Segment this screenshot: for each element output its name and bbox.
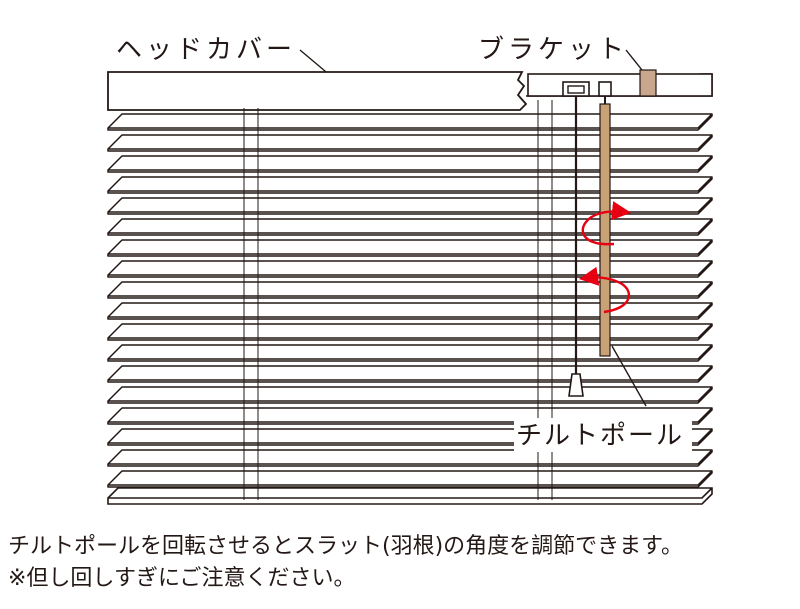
tilter-box-inner — [567, 85, 585, 94]
slat — [107, 155, 713, 173]
slat — [107, 386, 713, 404]
slat — [107, 365, 713, 383]
caption-line-2: ※但し回しすぎにご注意ください。 — [8, 566, 356, 591]
head-rail-body — [527, 73, 713, 97]
slat — [107, 113, 713, 131]
slat — [107, 344, 713, 362]
slat — [107, 197, 713, 215]
slat — [107, 449, 713, 467]
slat — [107, 134, 713, 152]
cord-tassel — [568, 373, 584, 397]
tilt-pole-label: チルトポール — [516, 421, 684, 451]
slat — [107, 218, 713, 236]
caption-line-1: チルトポールを回転させるとスラット(羽根)の角度を調節できます。 — [8, 534, 683, 559]
slat — [107, 428, 713, 446]
bracket — [639, 69, 657, 97]
slat — [107, 281, 713, 299]
tilt-pole — [599, 103, 611, 357]
slat — [107, 470, 713, 488]
head-cover-label: ヘッドカバー — [116, 35, 296, 65]
blind-diagram: ヘッドカバー ブラケット チルトポール — [107, 35, 713, 505]
slat — [107, 239, 713, 257]
tilt-pole-label-bg — [514, 418, 692, 452]
tilt-pole-leader-line — [611, 345, 647, 407]
slat — [107, 302, 713, 320]
head-cover — [107, 71, 528, 111]
bottom-rail — [107, 487, 713, 505]
rotation-arrow-icon — [578, 266, 631, 314]
slat — [107, 323, 713, 341]
rotation-arrow-icon — [581, 201, 632, 246]
bracket-label: ブラケット — [478, 35, 628, 65]
slat — [107, 260, 713, 278]
slat — [107, 407, 713, 425]
slats — [107, 113, 713, 505]
bracket-leader-line — [625, 49, 643, 71]
tilt-pole-hook — [598, 81, 612, 97]
slat — [107, 176, 713, 194]
